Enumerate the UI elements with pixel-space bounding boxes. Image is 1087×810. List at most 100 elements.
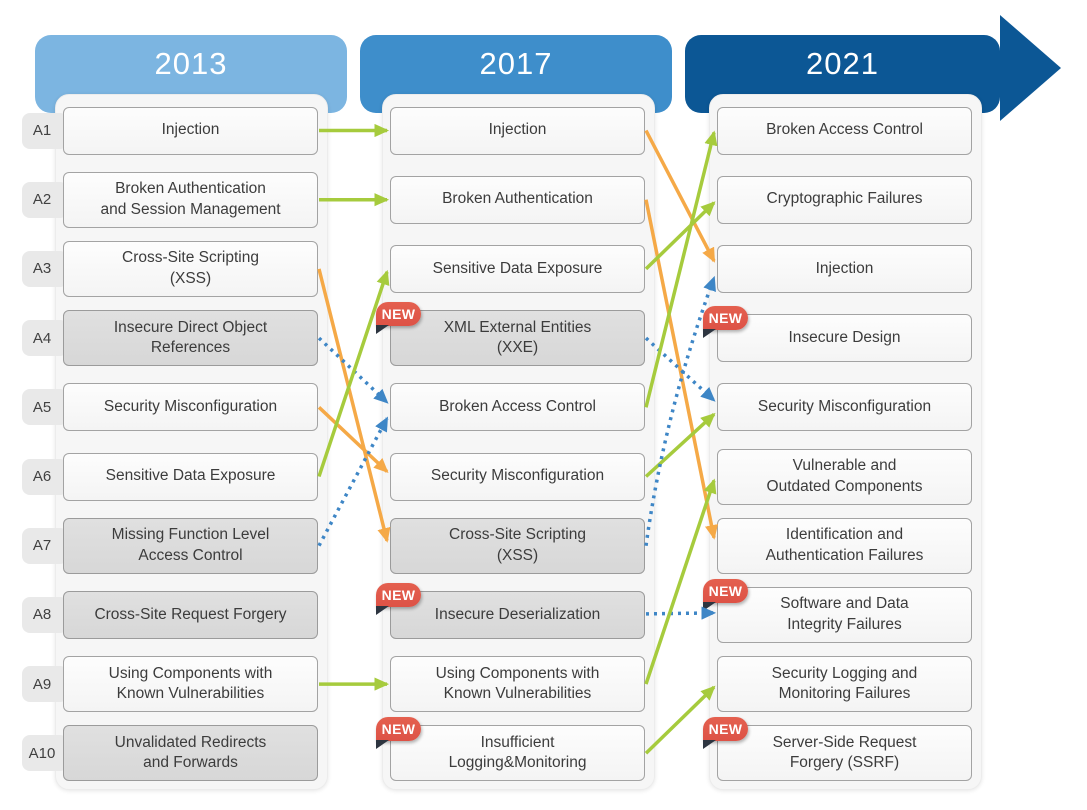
rank-label-a3: A3: [22, 250, 68, 287]
item-2021-8: Software and Data Integrity Failures: [717, 586, 972, 643]
item-label: Broken Authentication and Session Manage…: [100, 180, 281, 218]
item-label: Injection: [161, 121, 220, 139]
rank-label-a4: A4: [22, 320, 68, 357]
item-2021-3: Injection: [717, 244, 972, 293]
item-label: Injection: [488, 121, 547, 139]
item-label: Cross-Site Scripting (XSS): [122, 249, 259, 287]
new-badge-label: NEW: [381, 306, 416, 323]
mapping-arrow: [644, 478, 717, 685]
item-2021-10: Server-Side Request Forgery (SSRF): [717, 725, 972, 782]
item-label: Server-Side Request Forgery (SSRF): [772, 733, 917, 772]
mapping-arrow: [317, 336, 389, 404]
item-2017-6: Security Misconfiguration: [390, 452, 645, 501]
badge-fold-icon: [703, 740, 716, 750]
item-label: Broken Access Control: [766, 121, 923, 139]
new-badge: NEW: [376, 302, 421, 335]
item-2013-5: Security Misconfiguration: [63, 383, 318, 432]
item-2017-9: Using Components with Known Vulnerabilit…: [390, 656, 645, 713]
item-2017-5: Broken Access Control: [390, 383, 645, 432]
item-2017-2: Broken Authentication: [390, 175, 645, 224]
item-2013-10: Unvalidated Redirects and Forwards: [63, 725, 318, 782]
item-label: Security Misconfiguration: [757, 398, 932, 416]
item-2013-3: Cross-Site Scripting (XSS): [63, 240, 318, 297]
rank-label-a5: A5: [22, 389, 68, 426]
new-badge-label: NEW: [381, 586, 416, 603]
new-badge-label: NEW: [708, 582, 743, 599]
mapping-arrow: [317, 269, 390, 478]
item-label: Cross-Site Scripting (XSS): [449, 526, 586, 564]
item-label: Security Misconfiguration: [430, 467, 605, 485]
timeline-year-label: 2021: [806, 46, 879, 81]
item-2017-3: Sensitive Data Exposure: [390, 244, 645, 293]
item-2021-4: Insecure Design: [717, 314, 972, 363]
item-label: Cross-Site Request Forgery: [94, 605, 287, 623]
new-badge: NEW: [703, 717, 748, 750]
item-label: Using Components with Known Vulnerabilit…: [435, 664, 600, 703]
item-2013-9: Using Components with Known Vulnerabilit…: [63, 656, 318, 713]
rank-label-a6: A6: [22, 458, 68, 495]
item-label: Insecure Deserialization: [434, 605, 601, 623]
item-label: Unvalidated Redirects and Forwards: [114, 733, 267, 772]
mapping-arrow: [644, 412, 716, 478]
mapping-arrow: [644, 201, 716, 271]
item-label: Broken Access Control: [439, 398, 596, 416]
item-2013-1: Injection: [63, 106, 318, 155]
timeline-year-label: 2013: [154, 46, 228, 81]
timeline-year-label: 2017: [479, 46, 553, 81]
item-label: XML External Entities (XXE): [443, 318, 592, 357]
badge-fold-icon: [376, 605, 389, 615]
new-badge: NEW: [703, 578, 748, 611]
mapping-arrow: [644, 199, 719, 540]
new-badge: NEW: [703, 306, 748, 339]
item-2021-5: Security Misconfiguration: [717, 383, 972, 432]
item-2013-2: Broken Authentication and Session Manage…: [63, 171, 318, 228]
item-label: Identification and Authentication Failur…: [765, 526, 924, 564]
item-2021-9: Security Logging and Monitoring Failures: [717, 656, 972, 713]
item-2017-8: Insecure Deserialization: [390, 590, 645, 639]
rank-label-a1: A1: [22, 112, 68, 149]
badge-fold-icon: [376, 325, 389, 335]
item-label: Insecure Design: [788, 328, 901, 346]
item-2021-7: Identification and Authentication Failur…: [717, 517, 972, 574]
rank-label-a7: A7: [22, 527, 68, 564]
item-2021-6: Vulnerable and Outdated Components: [717, 448, 972, 505]
item-label: Security Logging and Monitoring Failures: [771, 664, 918, 703]
item-label: Insufficient Logging&Monitoring: [448, 733, 587, 772]
new-badge-label: NEW: [381, 721, 416, 738]
item-label: Sensitive Data Exposure: [432, 259, 603, 277]
item-label: Using Components with Known Vulnerabilit…: [108, 664, 273, 703]
item-2013-8: Cross-Site Request Forgery: [63, 590, 318, 639]
rank-label-a8: A8: [22, 596, 68, 633]
mapping-arrow: [317, 416, 389, 547]
item-2013-7: Missing Function Level Access Control: [63, 517, 318, 574]
timeline-arrowhead-icon: [1000, 15, 1061, 121]
item-2021-2: Cryptographic Failures: [717, 175, 972, 224]
rank-label-a2: A2: [22, 181, 68, 218]
item-label: Missing Function Level Access Control: [111, 526, 270, 564]
item-label: Insecure Direct Object References: [113, 318, 268, 357]
new-badge: NEW: [376, 582, 421, 615]
new-badge-label: NEW: [708, 721, 743, 738]
item-label: Software and Data Integrity Failures: [780, 595, 909, 633]
new-badge: NEW: [376, 717, 421, 750]
item-2017-7: Cross-Site Scripting (XSS): [390, 517, 645, 574]
item-2013-6: Sensitive Data Exposure: [63, 452, 318, 501]
item-2017-1: Injection: [390, 106, 645, 155]
rank-label-a9: A9: [22, 666, 68, 703]
badge-fold-icon: [376, 740, 389, 750]
mapping-arrow: [644, 130, 718, 408]
mapping-arrow: [644, 336, 716, 402]
item-2013-4: Insecure Direct Object References: [63, 310, 318, 367]
item-label: Broken Authentication: [442, 190, 593, 208]
item-2017-10: Insufficient Logging&Monitoring: [390, 725, 645, 782]
item-2017-4: XML External Entities (XXE): [390, 310, 645, 367]
mapping-arrow: [645, 606, 717, 620]
badge-fold-icon: [703, 601, 716, 611]
new-badge-label: NEW: [708, 310, 743, 327]
item-label: Vulnerable and Outdated Components: [766, 457, 923, 495]
mapping-arrow: [644, 129, 716, 263]
mapping-arrow: [317, 406, 389, 473]
badge-fold-icon: [703, 329, 716, 339]
item-label: Injection: [815, 259, 874, 277]
